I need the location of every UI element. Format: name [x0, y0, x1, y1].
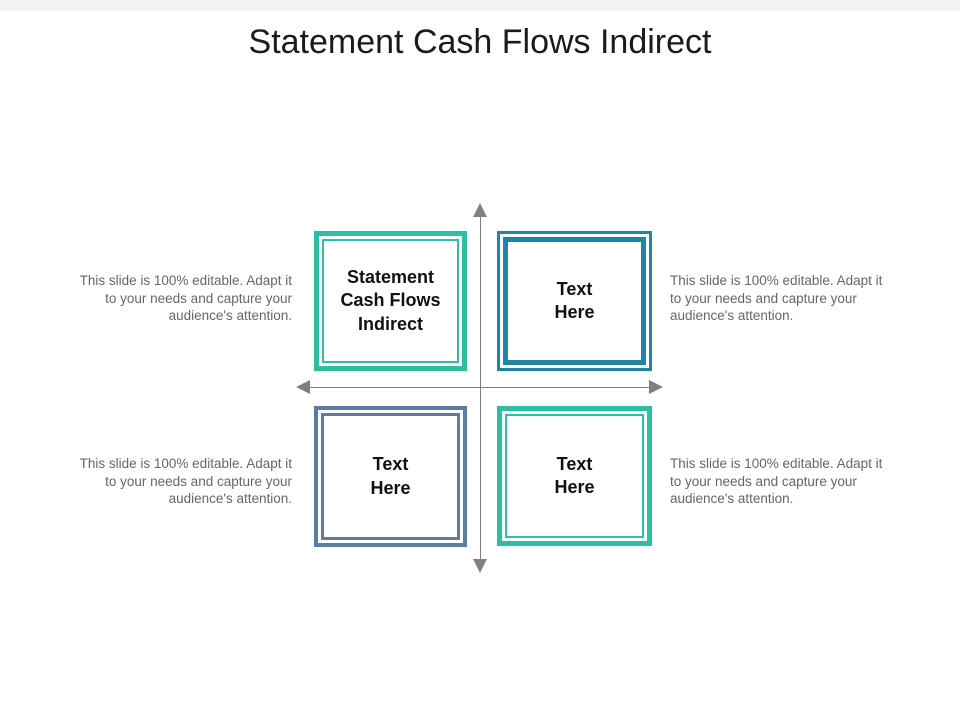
arrow-down-icon — [473, 559, 487, 573]
arrow-left-icon — [296, 380, 310, 394]
quadrant-box-inner-frame: Text Here — [503, 237, 646, 365]
quadrant-label: Statement Cash Flows Indirect — [340, 266, 441, 334]
caption-top-right[interactable]: This slide is 100% editable. Adapt it to… — [670, 273, 883, 324]
slide-title[interactable]: Statement Cash Flows Indirect — [248, 23, 712, 61]
arrow-up-icon — [473, 203, 487, 217]
caption-bottom-right[interactable]: This slide is 100% editable. Adapt it to… — [670, 456, 883, 507]
quadrant-box-inner-frame: Text Here — [505, 414, 644, 538]
quadrant-label: Text Here — [554, 453, 595, 497]
quadrant-label: Text Here — [554, 278, 595, 322]
caption-top-left[interactable]: This slide is 100% editable. Adapt it to… — [79, 273, 292, 324]
quadrant-box-inner-frame: Statement Cash Flows Indirect — [322, 239, 459, 363]
caption-bottom-left[interactable]: This slide is 100% editable. Adapt it to… — [79, 456, 292, 507]
quadrant-box-inner-frame: Text Here — [321, 413, 460, 540]
quadrant-box-bottom-left[interactable]: Text Here — [314, 406, 467, 547]
horizontal-axis-line — [309, 387, 651, 388]
vertical-axis-line — [480, 215, 481, 562]
quadrant-box-top-right[interactable]: Text Here — [497, 231, 652, 371]
quadrant-box-bottom-right[interactable]: Text Here — [497, 406, 652, 546]
quadrant-box-top-left[interactable]: Statement Cash Flows Indirect — [314, 231, 467, 371]
arrow-right-icon — [649, 380, 663, 394]
top-strip-bar — [0, 0, 960, 11]
quadrant-label: Text Here — [370, 454, 411, 498]
